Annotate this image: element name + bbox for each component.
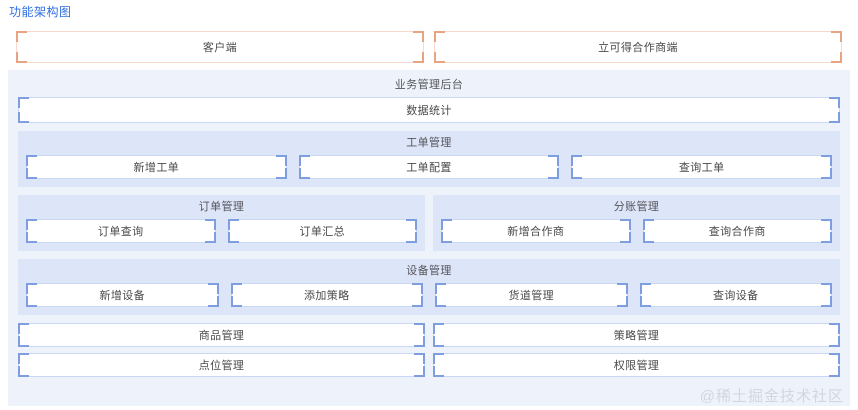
module-box-label: 权限管理 (613, 360, 660, 372)
group-title-settlement: 分账管理 (613, 201, 660, 213)
corner-mark-icon (406, 219, 417, 230)
corner-mark-icon (821, 155, 833, 166)
business-backend-title: 业务管理后台 (394, 79, 464, 91)
group-title-device: 设备管理 (406, 265, 452, 277)
group-order-management: 订单管理 订单查询 订单汇总 (18, 195, 425, 251)
corner-mark-icon (26, 296, 37, 307)
module-box-strategy-management[interactable]: 策略管理 (433, 323, 840, 347)
module-box-order-query[interactable]: 订单查询 (26, 219, 216, 243)
corner-mark-icon (18, 112, 29, 123)
group-work-order: 工单管理 新增工单 工单配置 查询工单 (18, 131, 840, 187)
corner-mark-icon (275, 155, 287, 166)
module-box-label: 新增工单 (133, 162, 180, 174)
bottom-row-2: 点位管理 权限管理 (18, 353, 840, 377)
module-box-channel-management[interactable]: 货道管理 (435, 283, 628, 307)
corner-mark-icon (433, 336, 444, 347)
corner-mark-icon (642, 232, 654, 243)
group-items-order: 订单查询 订单汇总 (26, 219, 417, 243)
client-layer-row: 客户端 立可得合作商端 (16, 31, 842, 63)
client-box-label: 客户端 (202, 42, 238, 54)
corner-mark-icon (26, 168, 37, 179)
corner-mark-icon (230, 296, 242, 307)
module-box-query-device[interactable]: 查询设备 (639, 283, 832, 307)
module-box-label: 点位管理 (198, 360, 245, 372)
module-box-label: 策略管理 (613, 330, 660, 342)
corner-mark-icon (26, 232, 37, 243)
corner-mark-icon (414, 323, 425, 334)
group-device-management: 设备管理 新增设备 添加策略 货道管理 查询设备 (18, 259, 840, 315)
corner-mark-icon (829, 97, 840, 108)
corner-mark-icon (829, 353, 840, 364)
corner-mark-icon (829, 323, 840, 334)
corner-mark-icon (414, 353, 425, 364)
bottom-row-1: 商品管理 策略管理 (18, 323, 840, 347)
module-box-label: 新增合作商 (507, 226, 565, 238)
module-box-label: 商品管理 (198, 330, 245, 342)
corner-mark-icon (18, 366, 29, 377)
corner-mark-icon (548, 155, 560, 166)
module-box-location-management[interactable]: 点位管理 (18, 353, 425, 377)
module-box-label: 工单配置 (406, 162, 452, 174)
corner-mark-icon (298, 168, 310, 179)
module-box-add-work-order[interactable]: 新增工单 (26, 155, 287, 179)
module-box-order-summary[interactable]: 订单汇总 (227, 219, 417, 243)
module-box-label: 添加策略 (303, 290, 350, 302)
module-box-label: 货道管理 (508, 290, 555, 302)
module-box-label: 订单汇总 (299, 226, 346, 238)
group-title-work-order: 工单管理 (406, 137, 452, 149)
corner-mark-icon (227, 232, 239, 243)
corner-mark-icon (16, 52, 27, 63)
group-title-order: 订单管理 (198, 201, 245, 213)
corner-mark-icon (616, 283, 628, 294)
business-backend-panel: 业务管理后台 数据统计 工单管理 新增工单 工单配置 查询工单 (8, 70, 850, 406)
module-box-add-device[interactable]: 新增设备 (26, 283, 219, 307)
corner-mark-icon (821, 219, 832, 230)
corner-mark-icon (18, 336, 29, 347)
group-items-settlement: 新增合作商 查询合作商 (441, 219, 832, 243)
group-settlement-management: 分账管理 新增合作商 查询合作商 (433, 195, 840, 251)
module-box-product-management[interactable]: 商品管理 (18, 323, 425, 347)
module-box-label: 订单查询 (97, 226, 144, 238)
client-box-label: 立可得合作商端 (598, 42, 678, 54)
corner-mark-icon (619, 219, 631, 230)
module-box-label: 数据统计 (406, 105, 452, 117)
corner-mark-icon (433, 366, 444, 377)
corner-mark-icon (204, 219, 216, 230)
row-order-and-settlement: 订单管理 订单查询 订单汇总 分账管理 新增 (18, 195, 840, 251)
corner-mark-icon (441, 232, 452, 243)
corner-mark-icon (413, 31, 424, 42)
module-box-query-work-order[interactable]: 查询工单 (571, 155, 833, 179)
corner-mark-icon (207, 283, 219, 294)
group-items-device: 新增设备 添加策略 货道管理 查询设备 (26, 283, 832, 307)
group-items-work-order: 新增工单 工单配置 查询工单 (26, 155, 833, 179)
corner-mark-icon (639, 296, 651, 307)
module-box-permission-management[interactable]: 权限管理 (433, 353, 840, 377)
module-box-query-partner[interactable]: 查询合作商 (642, 219, 832, 243)
module-box-label: 查询设备 (712, 290, 759, 302)
watermark: @稀土掘金技术社区 (699, 388, 844, 405)
page-title: 功能架构图 (9, 5, 72, 19)
corner-mark-icon (571, 168, 583, 179)
corner-mark-icon (821, 283, 832, 294)
module-box-add-strategy[interactable]: 添加策略 (230, 283, 423, 307)
module-box-label: 查询工单 (678, 162, 725, 174)
module-box-label: 查询合作商 (708, 226, 766, 238)
corner-mark-icon (434, 52, 445, 63)
module-box-data-statistics[interactable]: 数据统计 (18, 97, 840, 123)
client-box-customer[interactable]: 客户端 (16, 31, 424, 63)
corner-mark-icon (831, 31, 842, 42)
module-box-add-partner[interactable]: 新增合作商 (441, 219, 631, 243)
corner-mark-icon (435, 296, 446, 307)
client-box-partner[interactable]: 立可得合作商端 (434, 31, 842, 63)
module-box-label: 新增设备 (99, 290, 146, 302)
corner-mark-icon (412, 283, 423, 294)
module-box-work-order-config[interactable]: 工单配置 (298, 155, 560, 179)
